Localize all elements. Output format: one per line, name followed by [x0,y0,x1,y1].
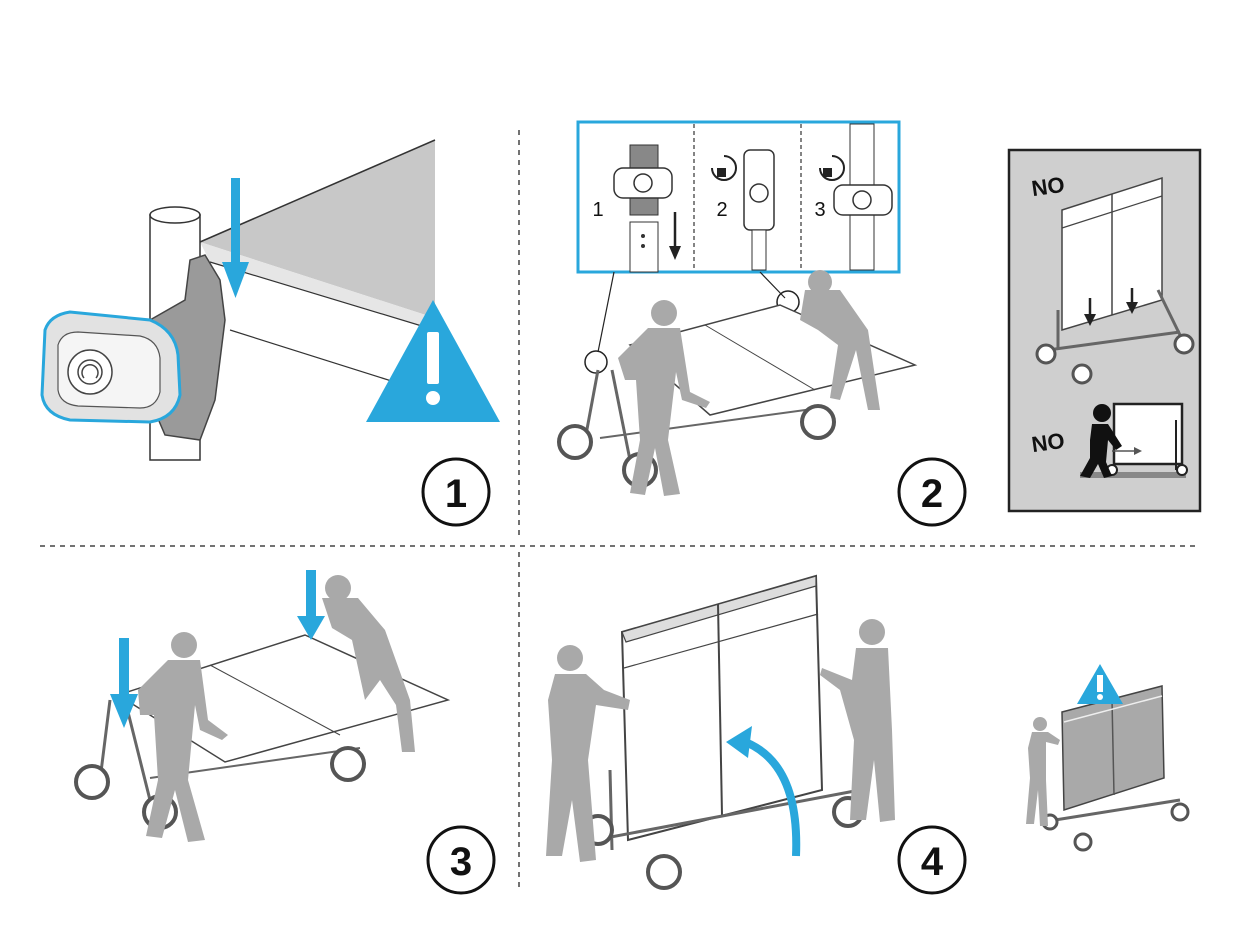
step-4-badge [897,825,967,895]
rotate-lock-icon [711,155,737,181]
person-left [618,300,710,496]
step-1-panel: 1 [40,139,500,527]
warning-icon [1077,664,1123,704]
step-3-panel: 3 [74,570,496,895]
inset-step-3: 3 [814,199,825,221]
person-right [322,575,415,752]
person-right [820,619,895,822]
table-surface [200,140,435,318]
no-panel: NO NO [1007,148,1202,513]
person-left [546,645,630,862]
inset-step-2: 2 [716,199,727,221]
step-2-panel: 1 2 3 [557,120,967,527]
wheel [557,424,593,460]
down-arrow-icon [1084,288,1138,326]
warning-icon [366,300,500,422]
step-3-badge [426,825,496,895]
wheel [646,854,682,890]
step-4-number: 4 [921,840,944,884]
wheel [74,764,110,800]
wheel [1073,832,1093,852]
step-4-panel: 4 [546,574,1190,895]
no-label-top: NO [1030,172,1066,201]
no-label-bottom: NO [1030,428,1066,457]
person-left [138,632,228,842]
step-2-number: 2 [921,472,943,516]
down-arrow-icon [222,178,249,298]
wheel [1035,343,1057,365]
step-2-badge [897,457,967,527]
step-1-number: 1 [445,472,467,516]
curved-arrow-icon [726,726,801,857]
wheel [1071,363,1093,385]
rotate-unlock-icon [819,155,845,181]
down-arrow-icon [110,570,325,728]
wheel [1170,802,1190,822]
step-1-badge [421,457,491,527]
person-right [800,270,880,410]
down-arrow-icon [669,212,681,260]
step-3-number: 3 [450,840,472,884]
wheel [800,404,836,440]
person-small [1026,717,1060,826]
inset-step-1: 1 [592,199,603,221]
person-icon [1080,404,1122,478]
wheel [330,746,366,782]
wheel [1173,333,1195,355]
